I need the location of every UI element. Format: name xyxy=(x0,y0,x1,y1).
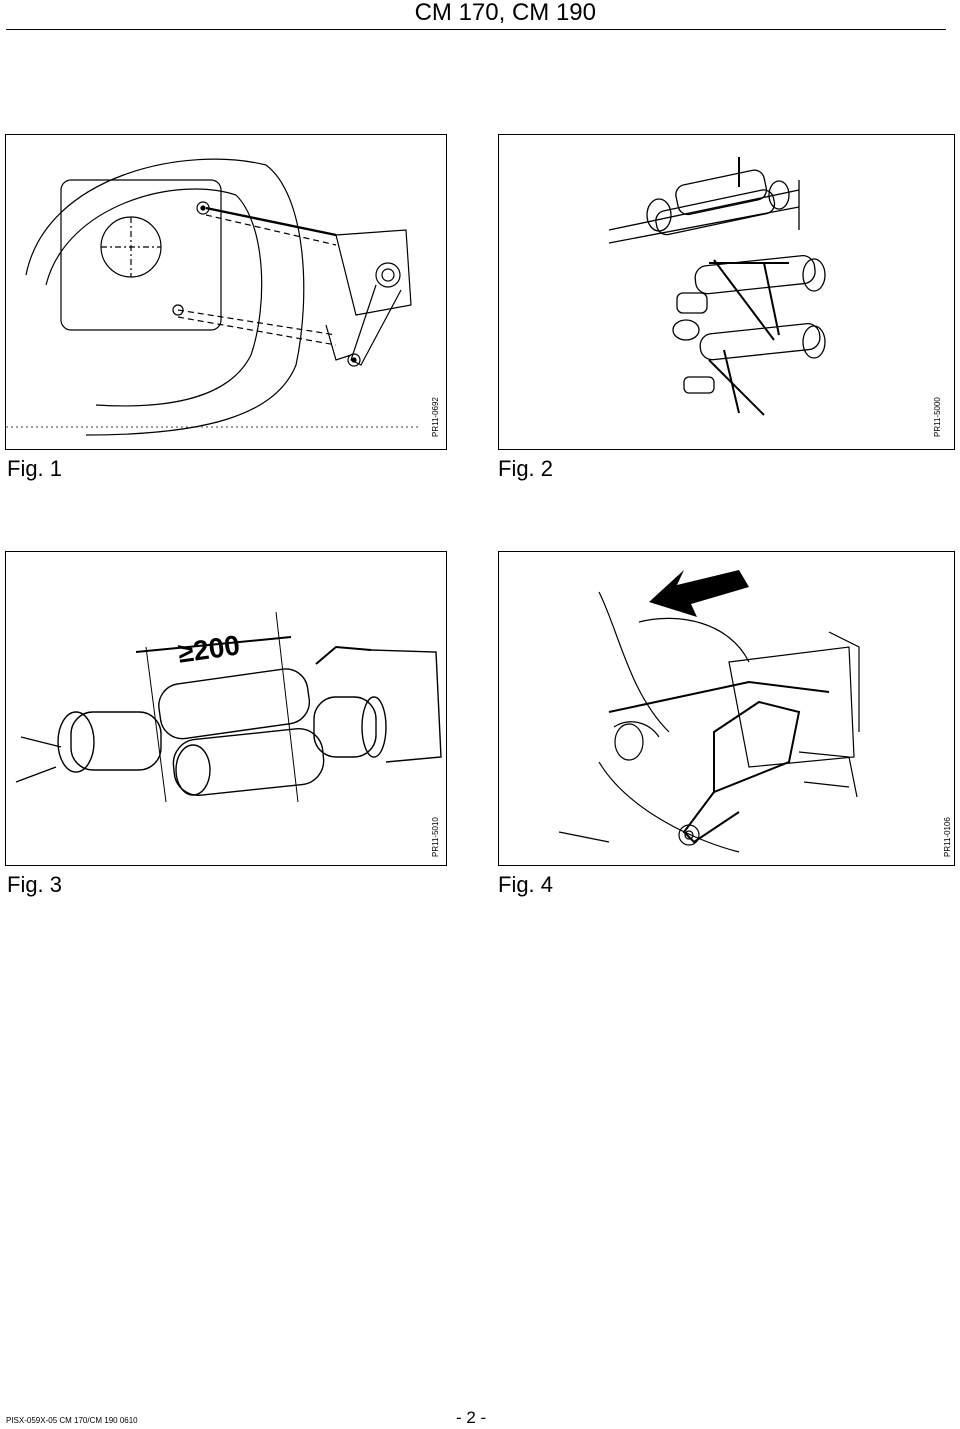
figure-4-caption: Fig. 4 xyxy=(498,872,554,897)
figure-2-code: PR11-5000 xyxy=(933,397,942,437)
footer-page-number: - 2 - xyxy=(456,1408,487,1427)
figure-1-caption: Fig. 1 xyxy=(7,456,63,481)
figure-1-illustration xyxy=(6,158,421,436)
header-divider xyxy=(6,29,946,30)
figure-1: PR11-0692 xyxy=(5,134,447,450)
figure-4-illustration xyxy=(558,570,860,853)
page-title: CM 170, CM 190 xyxy=(414,0,596,26)
figure-2: PR11-5000 xyxy=(498,134,955,450)
arrow-icon xyxy=(236,637,266,649)
figure-3-illustration xyxy=(15,611,442,803)
footer-document-code: PISX-059X-05 CM 170/CM 190 0610 xyxy=(6,1416,138,1425)
figure-3: ≥200 PR11-5010 xyxy=(5,551,447,866)
figure-3-code: PR11-5010 xyxy=(431,817,440,857)
arrow-icon xyxy=(649,570,749,617)
figure-2-caption: Fig. 2 xyxy=(498,456,554,481)
figure-4-code: PR11-0106 xyxy=(943,817,952,857)
figure-2-illustration xyxy=(608,157,826,416)
figure-3-caption: Fig. 3 xyxy=(7,872,63,897)
figure-4: PR11-0106 xyxy=(498,551,955,866)
figure-1-code: PR11-0692 xyxy=(431,397,440,437)
